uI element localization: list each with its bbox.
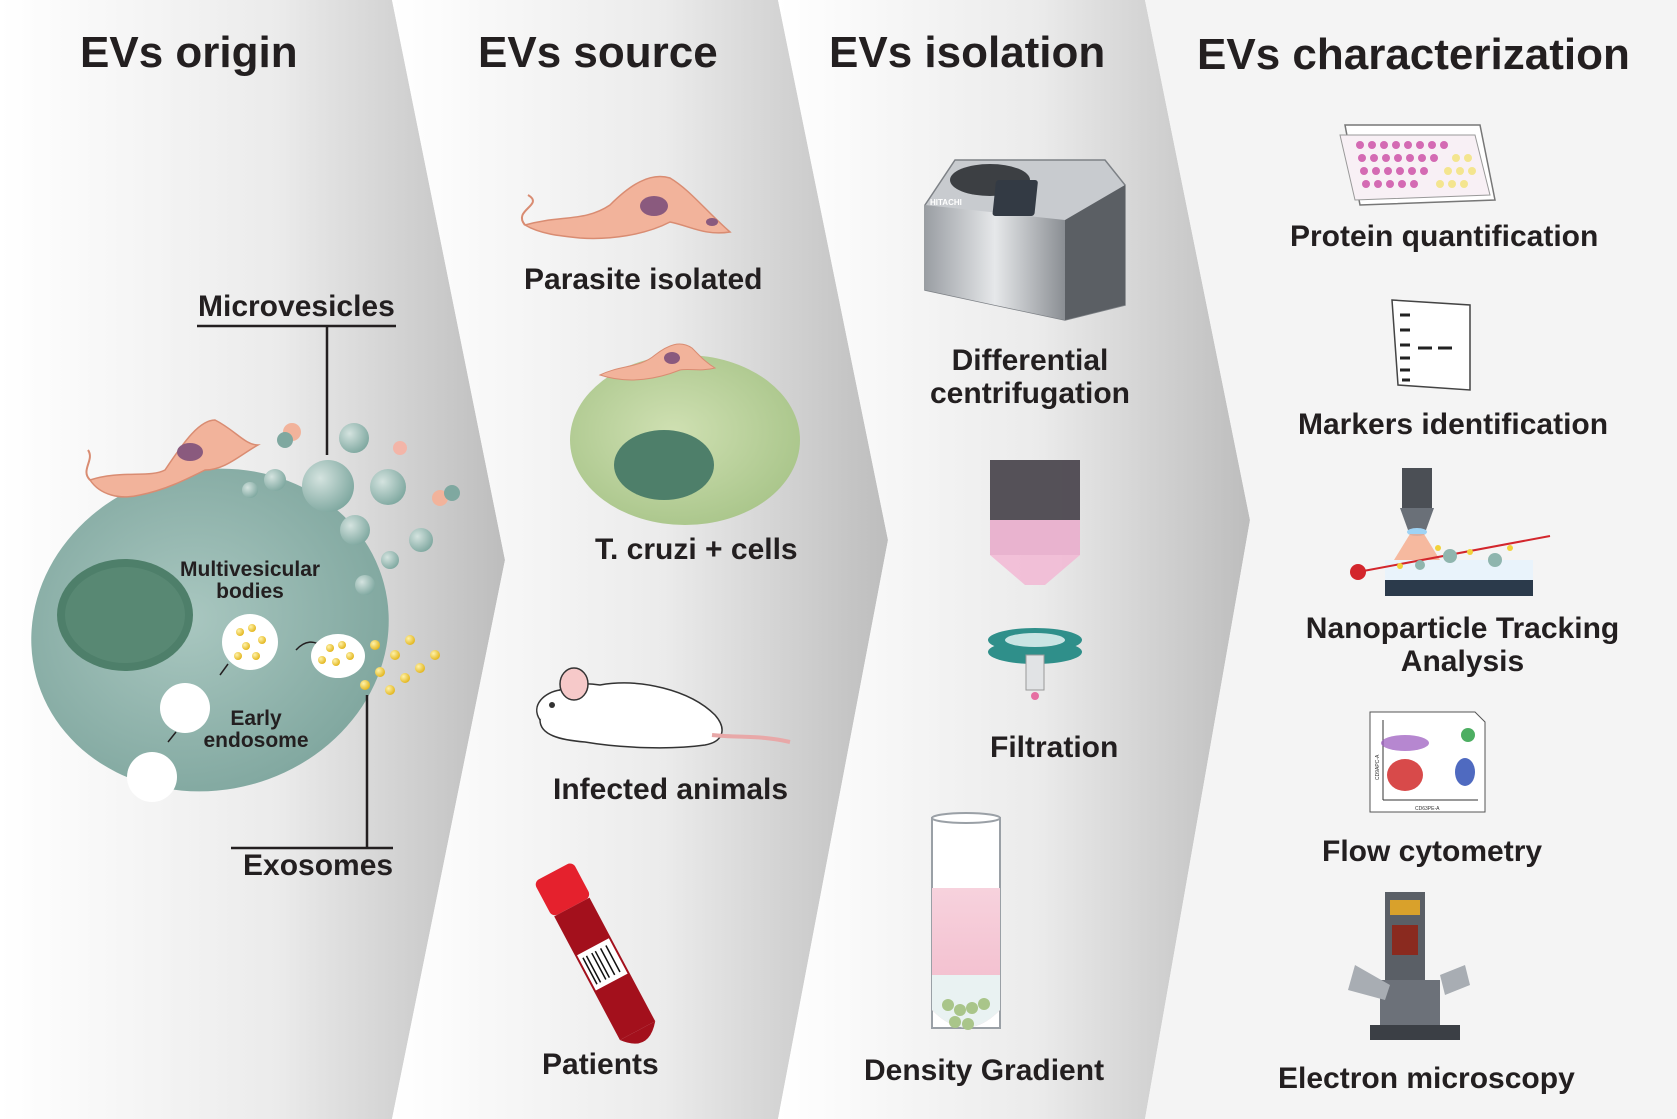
isolation-title: EVs isolation bbox=[829, 28, 1106, 77]
char-item-markers: Markers identification bbox=[1298, 408, 1609, 441]
western-blot-icon bbox=[1391, 299, 1471, 391]
microvesicles-icon bbox=[242, 423, 460, 595]
well-plate-icon bbox=[1339, 124, 1496, 206]
parasite-isolated-icon bbox=[521, 175, 732, 240]
filter-icon bbox=[988, 460, 1082, 700]
leader-lines bbox=[197, 324, 396, 850]
isolation-item-filtration: Filtration bbox=[990, 731, 1119, 764]
flow-axis-y: CD9APC-A bbox=[1375, 754, 1381, 780]
exosomes-icon bbox=[311, 634, 440, 695]
flow-axis-x: CD63PE-A bbox=[1415, 806, 1440, 812]
char-item-flow: Flow cytometry bbox=[1322, 835, 1543, 868]
isolation-item-centrifugation: Differential centrifugation bbox=[930, 344, 1130, 410]
isolation-item-density: Density Gradient bbox=[864, 1054, 1105, 1087]
origin-title: EVs origin bbox=[80, 28, 298, 77]
source-item-tcruzi: T. cruzi + cells bbox=[595, 533, 798, 566]
parasite-icon bbox=[88, 419, 261, 498]
source-title: EVs source bbox=[478, 28, 718, 77]
source-item-patients: Patients bbox=[542, 1048, 659, 1081]
mouse-icon bbox=[536, 667, 791, 749]
nta-icon bbox=[1350, 468, 1551, 596]
source-item-animals: Infected animals bbox=[553, 773, 789, 806]
centrifuge-icon: HITACHI bbox=[924, 159, 1126, 321]
flow-cytometry-icon: CD63PE-A CD9APC-A bbox=[1369, 711, 1486, 813]
density-tube-icon bbox=[931, 812, 1001, 1030]
blood-tube-icon bbox=[535, 863, 656, 1044]
centrifuge-brand: HITACHI bbox=[930, 198, 962, 207]
cell-illustration bbox=[31, 468, 389, 792]
char-item-em: Electron microscopy bbox=[1278, 1062, 1575, 1095]
source-item-parasite: Parasite isolated bbox=[524, 263, 763, 296]
microvesicles-label: Microvesicles bbox=[198, 290, 395, 323]
multivesicular-body-icon bbox=[222, 614, 278, 670]
char-item-nta: Nanoparticle Tracking Analysis bbox=[1305, 612, 1620, 678]
early-endosome-icon bbox=[160, 683, 210, 733]
tcruzi-cells-icon bbox=[570, 343, 800, 525]
char-item-protein: Protein quantification bbox=[1290, 220, 1599, 253]
electron-microscope-icon bbox=[1348, 892, 1470, 1040]
early-endosome-label: Early endosome bbox=[203, 707, 309, 753]
exosomes-label: Exosomes bbox=[243, 849, 394, 882]
multivesicular-label: Multivesicular bodies bbox=[180, 558, 321, 604]
panel-source-bg bbox=[392, 0, 888, 1119]
characterization-title: EVs characterization bbox=[1197, 30, 1630, 79]
